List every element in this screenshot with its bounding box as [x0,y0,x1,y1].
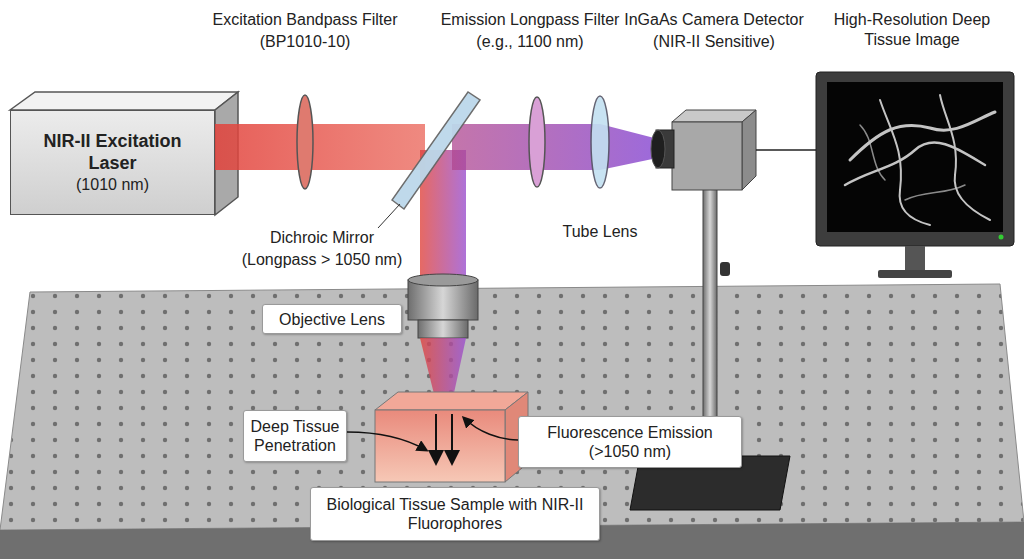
part-label: Excitation Bandpass Filter [190,10,420,30]
penetration-arrow [451,414,453,462]
part-label: Dichroic Mirror [222,228,422,248]
longpass-filter [529,97,545,187]
part-label: (NIR-II Sensitive) [621,32,807,52]
callout-box: Deep Tissue Penetration [243,410,347,462]
camera-cable [756,149,818,151]
objective-tip [418,320,468,338]
laser-top-face [10,92,238,110]
tissue-front [375,410,505,482]
objective-top [408,274,478,286]
monitor-frame [816,72,1014,246]
part-label: (Longpass > 1050 nm) [222,250,422,270]
power-led [999,235,1004,240]
part-label: (BP1010-10) [205,32,405,52]
tissue-image [845,95,995,225]
camera-lens [651,130,665,168]
node-title: Objective Lens [279,310,385,329]
callout-box: Fluorescence Emission (>1050 nm) [518,416,742,468]
emission-beam [452,124,662,170]
camera-side [742,110,756,190]
dichroic-mirror [392,92,480,209]
part-label: High-Resolution Deep Tissue Image [817,10,1007,50]
monitor-foot [878,270,952,278]
part-label: InGaAs Camera Detector [621,10,807,30]
node-title: Fluorescence Emission (>1050 nm) [525,423,735,461]
node-title: Deep Tissue Penetration [250,417,340,455]
node-title: Biological Tissue Sample with NIR-II Flu… [317,495,593,533]
leader-arrow [464,418,518,440]
part-label: Emission Longpass Filter [430,10,630,30]
camera-body [672,122,742,190]
node-subtitle: (1010 nm) [76,174,149,196]
node-title: NIR-II Excitation Laser [30,130,195,174]
post-knob [720,262,730,276]
tube-lens [591,96,609,188]
laser-box: NIR-II Excitation Laser(1010 nm) [10,110,215,215]
leader-arrow [347,432,426,450]
excitation-beam [215,124,425,170]
tissue-top [375,392,528,410]
penetration-arrow [435,414,437,462]
callout-box: Biological Tissue Sample with NIR-II Flu… [310,487,600,541]
monitor-stand [905,246,925,272]
monitor-screen [827,82,1003,232]
part-label: (e.g., 1100 nm) [430,32,630,52]
callout-box: Objective Lens [262,304,402,334]
leader-line [378,204,400,228]
bandpass-filter [297,95,313,189]
part-label: Tube Lens [540,222,660,242]
